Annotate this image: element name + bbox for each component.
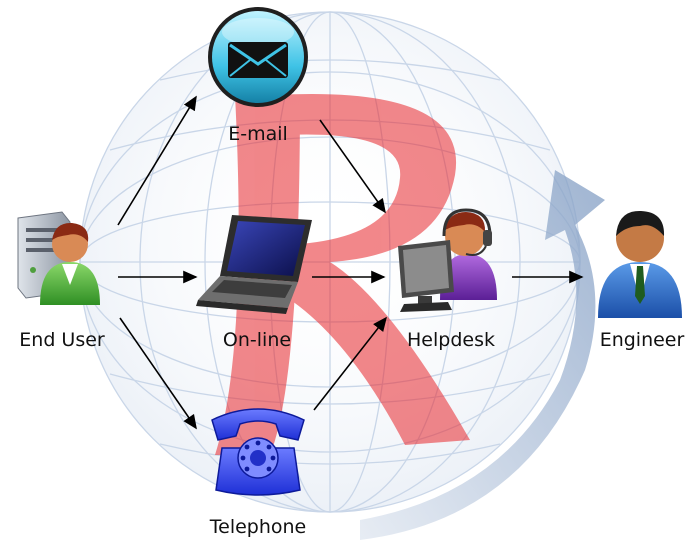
- helpdesk-operator-icon: [398, 208, 497, 312]
- swoosh-arrow-graphic: [360, 170, 605, 540]
- arrow-end-user-to-email: [117, 95, 197, 226]
- helpdesk-label: Helpdesk: [407, 329, 495, 351]
- flow-arrows: [117, 95, 584, 430]
- laptop-icon: [196, 215, 312, 314]
- telephone-label: Telephone: [209, 516, 307, 538]
- arrow-telephone-to-helpdesk: [313, 316, 387, 411]
- engineer-label: Engineer: [599, 329, 685, 351]
- arrow-end-user-to-telephone: [119, 317, 197, 430]
- online-label: On-line: [222, 329, 292, 351]
- telephone-icon: [211, 408, 305, 496]
- engineer-icon: [598, 210, 682, 318]
- user-at-computer-icon: [17, 211, 100, 305]
- email-label: E-mail: [228, 123, 288, 145]
- end-user-label: End User: [19, 329, 105, 351]
- arrow-email-to-helpdesk: [319, 119, 386, 214]
- envelope-icon: [208, 7, 308, 107]
